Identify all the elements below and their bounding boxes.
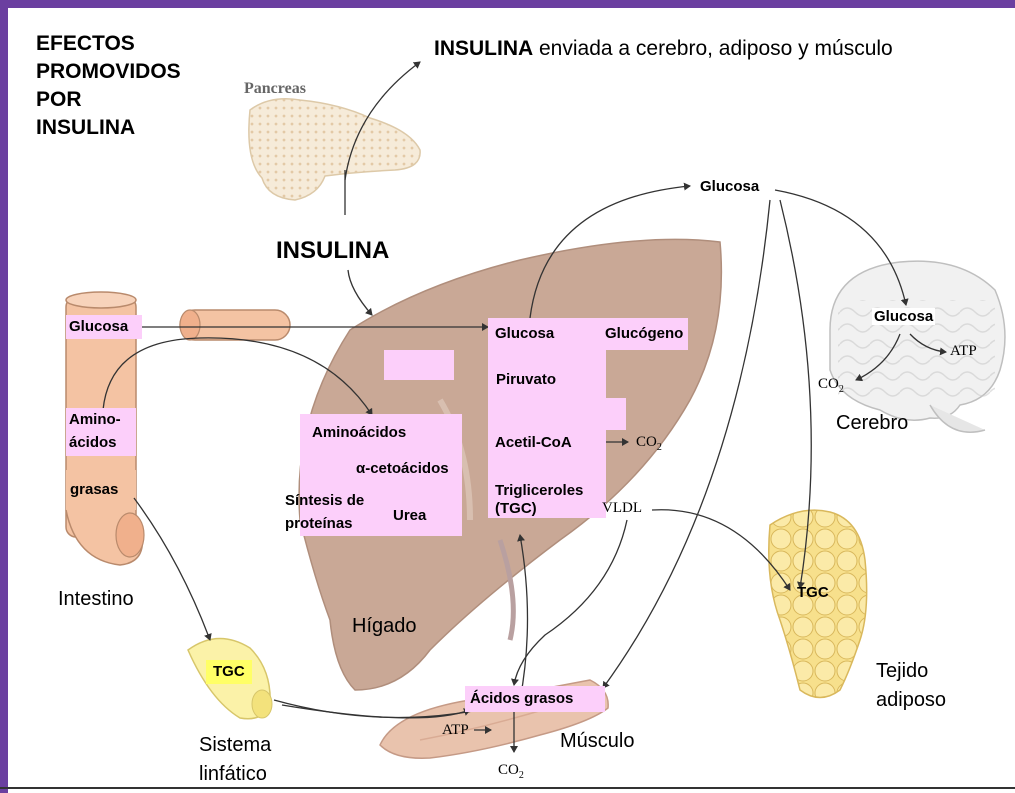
title-line-2: PROMOVIDOS (36, 60, 181, 83)
liver-glucogeno: Glucógeno (605, 325, 684, 342)
intestine-grasas: grasas (70, 481, 119, 498)
intestine-amino-1: Amino- (69, 411, 121, 428)
header-rest: enviada a cerebro, adiposo y músculo (533, 37, 893, 60)
brain-atp: ATP (950, 343, 977, 359)
header-text: INSULINA enviada a cerebro, adiposo y mú… (434, 37, 893, 61)
title-line-4: INSULINA (36, 116, 136, 139)
highlight-liver-pathway (488, 318, 606, 518)
adipose-label-1: Tejido (876, 660, 929, 682)
liver-glucosa: Glucosa (495, 325, 555, 342)
pancreas-label: Pancreas (244, 80, 306, 97)
liver-label: Hígado (352, 615, 417, 637)
insulina-label: INSULINA (276, 237, 390, 264)
title-line-3: POR (36, 88, 82, 111)
muscle-co2: CO2 (498, 762, 524, 781)
adipose-tgc: TGC (797, 584, 829, 601)
muscle-atp: ATP (442, 722, 469, 738)
title-line-1: EFECTOS (36, 32, 135, 55)
liver-tgc: (TGC) (495, 500, 537, 517)
liver-co2-sub: 2 (656, 442, 662, 453)
intestine-label: Intestino (58, 588, 134, 610)
lymph-label-2: linfático (199, 763, 267, 785)
highlight-intestine-amino (66, 408, 136, 456)
muscle-co2-text: CO (498, 762, 519, 778)
intestine-amino-2: ácidos (69, 434, 117, 451)
brain-co2-sub: 2 (838, 384, 844, 395)
liver-co2-text: CO (636, 434, 657, 450)
highlight-small (384, 350, 454, 380)
brain-label: Cerebro (836, 412, 909, 434)
liver-cetoacidos: α-cetoácidos (356, 460, 449, 477)
highlight-acidos-grasos (465, 686, 605, 712)
liver-urea: Urea (393, 507, 427, 524)
liver-piruvato: Piruvato (496, 371, 557, 388)
brain-co2: CO2 (818, 376, 844, 395)
highlight-aminoacid-pathway (300, 414, 462, 536)
adipose-shape (768, 509, 868, 699)
brain-co2-text: CO (818, 376, 839, 392)
muscle-acidos-grasos: Ácidos grasos (470, 690, 574, 707)
header-bold: INSULINA (434, 37, 534, 60)
frame-bottom (0, 787, 1015, 789)
liver-sintesis-2: proteínas (285, 515, 353, 532)
muscle-co2-sub: 2 (518, 770, 524, 781)
highlight-lymph-tgc (206, 660, 252, 684)
highlight-glucogeno (588, 318, 688, 350)
brain-glucosa: Glucosa (872, 308, 936, 325)
liver-sintesis-1: Síntesis de (285, 492, 365, 509)
liver-vldl: VLDL (602, 500, 642, 516)
blood-glucosa: Glucosa (700, 178, 760, 195)
frame-left (0, 0, 8, 793)
pancreas-shape (248, 98, 421, 201)
adipose-label-2: adiposo (876, 689, 947, 711)
liver-trigliceroles: Trigliceroles (495, 482, 584, 499)
liver-aminoacidos: Aminoácidos (312, 424, 407, 441)
liver-acetilcoa: Acetil-CoA (495, 434, 572, 451)
frame-top (0, 0, 1015, 8)
intestine-glucosa: Glucosa (69, 318, 129, 335)
highlight-intestine-glucosa (66, 315, 142, 339)
muscle-label: Músculo (560, 730, 635, 752)
highlight-small-right (594, 398, 626, 430)
lymph-label-1: Sistema (199, 734, 272, 756)
lymph-tgc: TGC (213, 663, 245, 680)
liver-co2: CO2 (636, 434, 662, 453)
